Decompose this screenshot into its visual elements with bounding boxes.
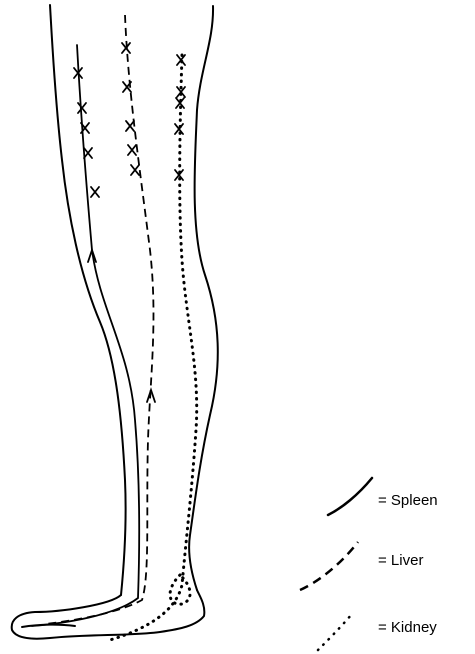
liver-point-mark	[131, 165, 139, 175]
leg-outline-front	[189, 6, 218, 590]
legend: = Spleen = Liver = Kidney	[300, 478, 438, 650]
kidney-loop	[170, 575, 190, 604]
spleen-point-mark	[91, 187, 99, 197]
leg-outline-back	[50, 5, 126, 595]
legend-label-spleen: = Spleen	[378, 492, 438, 509]
legend-label-liver: = Liver	[378, 552, 423, 569]
point-marks	[74, 43, 185, 197]
legend-dotted-sample	[318, 614, 352, 650]
legend-label-kidney: = Kidney	[378, 619, 437, 636]
kidney-meridian	[110, 55, 197, 640]
spleen-meridian-path	[32, 45, 139, 626]
legend-solid-sample	[328, 478, 372, 515]
legend-dashed-sample	[300, 542, 358, 590]
liver-point-mark	[126, 121, 134, 131]
spleen-point-mark	[84, 148, 92, 158]
legend-item-kidney: = Kidney	[318, 614, 437, 650]
kidney-meridian-path	[110, 55, 197, 640]
liver-point-mark	[128, 145, 136, 155]
legend-item-spleen: = Spleen	[328, 478, 438, 515]
spleen-meridian	[32, 45, 155, 626]
leg-outline	[12, 5, 218, 639]
legend-item-liver: = Liver	[300, 542, 423, 590]
